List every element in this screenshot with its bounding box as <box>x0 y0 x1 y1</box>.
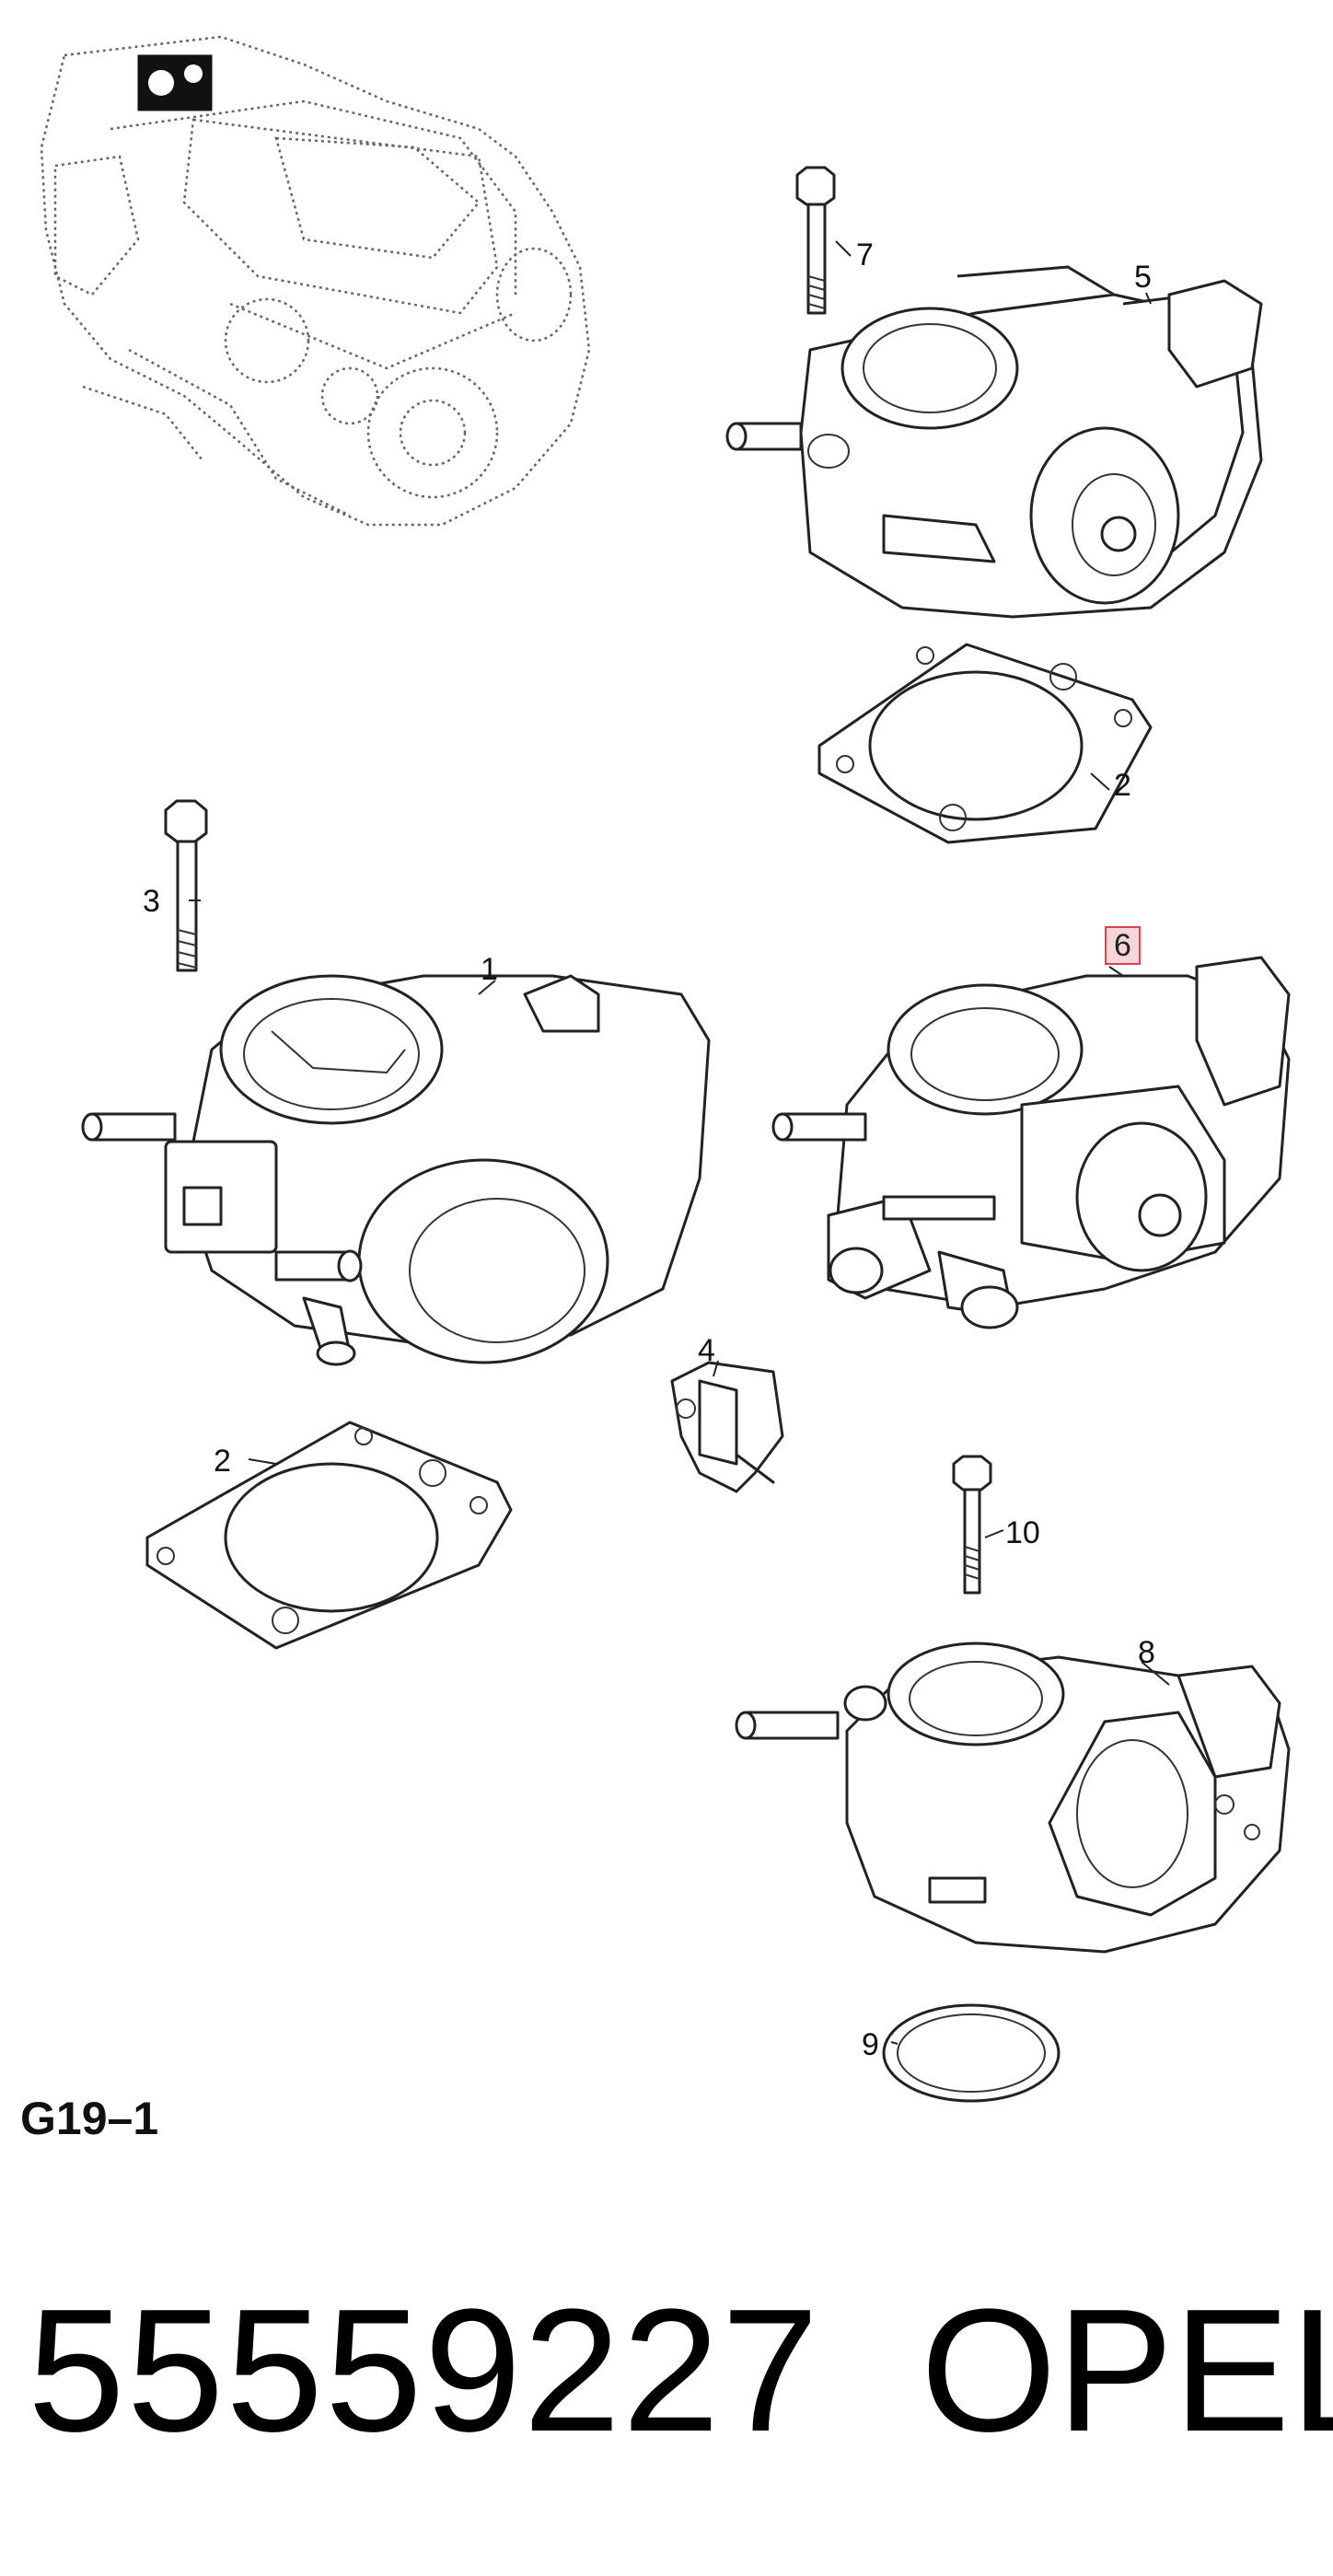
throttle-body-1-illustration <box>81 974 711 1366</box>
section-code: G19–1 <box>20 2093 159 2144</box>
throttle-body-6-illustration <box>771 956 1291 1329</box>
callout-label-5: 5 <box>1134 260 1152 295</box>
bolt-3-illustration <box>164 799 208 972</box>
callout-label-2-lower: 2 <box>214 1444 231 1479</box>
callout-label-3: 3 <box>143 884 160 919</box>
throttle-location-marker <box>137 54 213 111</box>
throttle-body-5-illustration <box>725 265 1263 619</box>
brand-name: OPEL <box>921 2273 1333 2468</box>
seal-ring-9-illustration <box>882 2003 1061 2103</box>
callout-label-10: 10 <box>1005 1515 1040 1550</box>
throttle-body-8-illustration <box>735 1642 1291 1954</box>
bracket-4-illustration <box>670 1361 784 1493</box>
callout-label-8: 8 <box>1138 1635 1155 1670</box>
callout-leader-lines <box>189 240 1170 2045</box>
engine-overview-illustration <box>40 35 591 527</box>
callout-label-1: 1 <box>481 952 498 987</box>
gasket-2-lower-illustration <box>145 1421 513 1650</box>
bolt-10-illustration <box>952 1455 992 1595</box>
part-number: 55559227 <box>28 2273 821 2468</box>
callout-label-4: 4 <box>698 1333 715 1368</box>
callout-label-7: 7 <box>856 238 874 273</box>
callout-label-2-upper: 2 <box>1114 768 1131 803</box>
callout-label-9: 9 <box>862 2027 879 2062</box>
bolt-7-illustration <box>795 166 836 315</box>
gasket-2-upper-illustration <box>817 643 1153 844</box>
callout-label-6-highlighted: 6 <box>1105 926 1141 965</box>
